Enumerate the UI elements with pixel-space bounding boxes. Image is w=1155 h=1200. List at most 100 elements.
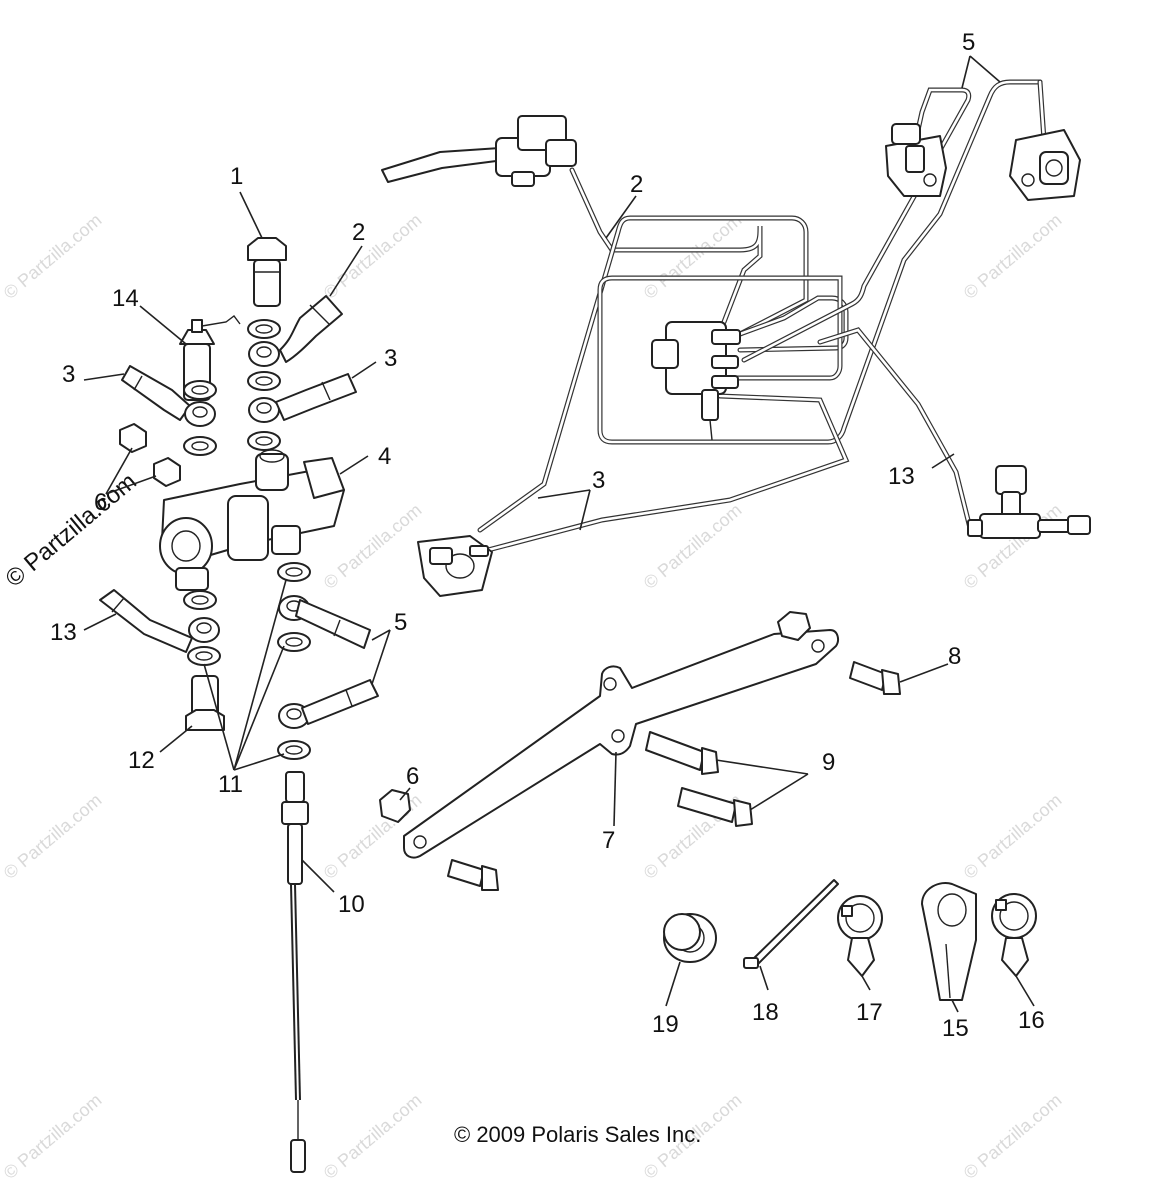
callout-6-bracket: 6	[406, 763, 419, 790]
callout-4: 4	[378, 443, 391, 470]
sealing-washer[interactable]	[183, 436, 217, 456]
callout-9: 9	[822, 749, 835, 776]
sealing-washer[interactable]	[247, 319, 281, 339]
clip-17[interactable]	[837, 895, 883, 977]
callout-8: 8	[948, 643, 961, 670]
rear-caliper[interactable]	[417, 535, 493, 597]
leader-16	[1015, 975, 1035, 1007]
watermark-text: © Partzilla.com	[0, 210, 105, 303]
sealing-washer[interactable]	[183, 590, 217, 610]
clip-15[interactable]	[921, 882, 977, 1001]
hose-fitting-2[interactable]	[279, 295, 343, 363]
leader-8	[899, 663, 949, 683]
leader-3-left	[83, 373, 125, 381]
clip-16[interactable]	[991, 893, 1037, 977]
hex-nut[interactable]	[153, 457, 181, 487]
brake-line-3-lower[interactable]	[485, 393, 850, 553]
callout-19: 19	[652, 1011, 679, 1038]
callout-5-top: 5	[962, 29, 975, 56]
callout-13: 13	[50, 619, 77, 646]
sealing-washer[interactable]	[247, 371, 281, 391]
brake-line-loop[interactable]	[477, 215, 809, 533]
leader-12	[159, 725, 193, 753]
grommet[interactable]	[663, 913, 717, 963]
banjo-fitting[interactable]	[184, 401, 216, 427]
callout-2-top: 2	[630, 171, 643, 198]
watermark-text: © Partzilla.com	[320, 1090, 426, 1183]
sealing-washer[interactable]	[277, 632, 311, 652]
hose-fitting-3-left[interactable]	[121, 365, 191, 421]
leader-5-top-a	[961, 55, 971, 89]
callout-7: 7	[602, 827, 615, 854]
leader-18	[759, 965, 769, 991]
hex-nut[interactable]	[119, 423, 147, 453]
leader-6a	[105, 447, 133, 495]
callout-15: 15	[942, 1015, 969, 1042]
watermark-text: © Partzilla.com	[960, 210, 1066, 303]
leader-3-top-b	[579, 489, 591, 531]
brake-distributor[interactable]	[651, 321, 741, 441]
leader-6b	[105, 475, 157, 495]
watermark-text: © Partzilla.com	[640, 210, 746, 303]
leader-11d	[233, 753, 285, 771]
watermark-text: © Partzilla.com	[960, 1090, 1066, 1183]
banjo-fitting[interactable]	[188, 617, 220, 643]
brake-line-10[interactable]	[281, 771, 309, 1173]
leader-15	[951, 999, 959, 1013]
front-caliper-left[interactable]	[885, 123, 947, 197]
leader-14	[139, 305, 187, 345]
copyright-notice: © 2009 Polaris Sales Inc.	[454, 1122, 701, 1147]
callout-12: 12	[128, 747, 155, 774]
brake-junction-block[interactable]	[159, 449, 345, 591]
callout-14: 14	[112, 285, 139, 312]
banjo-fitting[interactable]	[248, 397, 280, 423]
leader-13-top	[931, 453, 955, 469]
cable-tie[interactable]	[743, 879, 839, 969]
callout-3-top: 3	[592, 467, 605, 494]
callout-labels: 1 2 14 3 3 4 6 13 5 12 11 10 5 2 3 13 8 …	[50, 29, 1045, 1042]
banjo-fitting[interactable]	[248, 341, 280, 367]
hose-fitting-5[interactable]	[295, 599, 371, 649]
leader-17	[861, 975, 871, 991]
leader-5-top-b	[969, 55, 1001, 83]
banjo-bolt-bottom[interactable]	[185, 675, 225, 731]
callout-1: 1	[230, 163, 243, 190]
callout-2: 2	[352, 219, 365, 246]
watermark-text: © Partzilla.com	[0, 1090, 105, 1183]
leader-2	[329, 245, 363, 297]
sealing-washer[interactable]	[183, 380, 217, 400]
hex-nut-upper[interactable]	[777, 611, 811, 641]
bolt-lower-left[interactable]	[447, 859, 499, 891]
rear-master-cylinder[interactable]	[967, 465, 1091, 539]
brake-line-routing	[381, 55, 1091, 597]
sealing-washer[interactable]	[277, 740, 311, 760]
bolt-9b[interactable]	[677, 787, 753, 827]
hose-fitting-5-lower[interactable]	[301, 679, 379, 725]
leader-3-top-a	[537, 489, 591, 499]
master-cylinder-lever[interactable]	[381, 115, 577, 187]
leader-9b	[749, 773, 809, 811]
hose-fitting-13[interactable]	[99, 589, 193, 653]
clips-and-grommets	[663, 879, 1037, 1013]
banjo-bolt-top[interactable]	[247, 237, 287, 307]
front-caliper-right[interactable]	[1009, 129, 1081, 201]
junction-block-assembly	[83, 191, 391, 1173]
leader-11b	[233, 579, 287, 771]
hose-fitting-3[interactable]	[275, 373, 357, 421]
bolt-9a[interactable]	[645, 731, 719, 775]
watermark-text-dark: © Partzilla.com	[1, 468, 142, 593]
bolt-8[interactable]	[849, 661, 901, 695]
callout-16: 16	[1018, 1007, 1045, 1034]
leader-11c	[233, 645, 285, 771]
sealing-washer[interactable]	[247, 431, 281, 451]
leader-19	[665, 961, 681, 1007]
callout-3-left: 3	[62, 361, 75, 388]
mounting-bracket-assembly	[379, 611, 949, 891]
watermark-text: © Partzilla.com	[0, 790, 105, 883]
sealing-washer[interactable]	[187, 646, 221, 666]
leader-13	[83, 613, 117, 631]
mounting-bracket[interactable]	[403, 629, 839, 859]
callout-3: 3	[384, 345, 397, 372]
sealing-washer[interactable]	[277, 562, 311, 582]
